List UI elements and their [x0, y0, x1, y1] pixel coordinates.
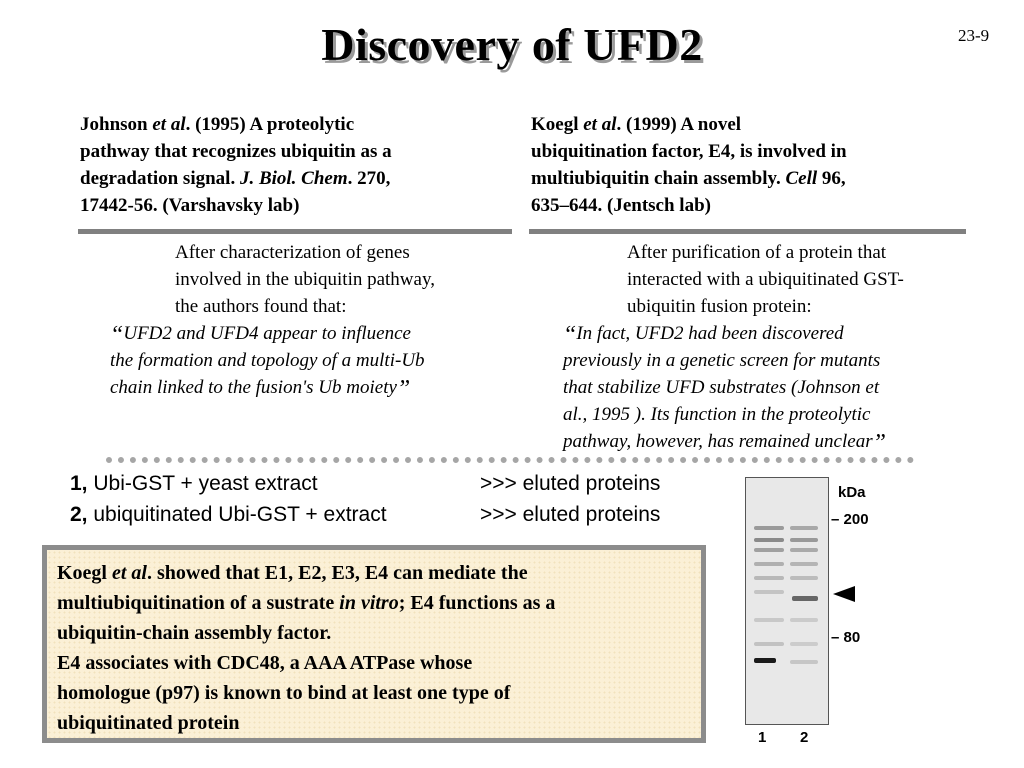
- dotted-separator: [106, 457, 914, 463]
- left-reference: Johnson et al. (1995) A proteolytic path…: [80, 114, 392, 216]
- gel-band: [754, 590, 784, 594]
- gel-band: [754, 618, 784, 622]
- gel-marker-80: – 80: [831, 629, 861, 646]
- left-intro: After characterization of genes involved…: [175, 242, 435, 317]
- right-divider: [529, 229, 966, 234]
- gel-band: [754, 658, 776, 663]
- left-divider: [78, 229, 512, 234]
- right-intro: After purification of a protein that int…: [627, 242, 904, 317]
- left-quote: “UFD2 and UFD4 appear to influence the f…: [110, 322, 425, 402]
- slide-number: 23-9: [958, 26, 990, 45]
- gel-band: [754, 538, 784, 542]
- gel-band: [790, 526, 818, 530]
- gel-marker-200: – 200: [831, 511, 869, 528]
- gel-band: [754, 642, 784, 646]
- lane-description-2: 2, ubiquitinated Ubi-GST + extract: [70, 503, 387, 526]
- gel-unit-label: kDa: [838, 484, 866, 501]
- gel-band: [790, 642, 818, 646]
- gel-image: [745, 477, 829, 725]
- lane-result-1: >>> eluted proteins: [480, 472, 661, 495]
- gel-band: [790, 618, 818, 622]
- gel-band: [754, 548, 784, 552]
- lane-result-2: >>> eluted proteins: [480, 503, 661, 526]
- gel-band: [754, 526, 784, 530]
- gel-band: [790, 548, 818, 552]
- gel-band: [790, 660, 818, 664]
- right-quote: “In fact, UFD2 had been discovered previ…: [563, 322, 886, 456]
- lane-description-1: 1, Ubi-GST + yeast extract: [70, 472, 318, 495]
- right-reference: Koegl et al. (1999) A novel ubiquitinati…: [531, 114, 847, 216]
- gel-lane-label-1: 1: [758, 729, 767, 746]
- gel-band: [790, 576, 818, 580]
- arrow-icon: [833, 586, 855, 602]
- gel-lane-label-2: 2: [800, 729, 809, 746]
- gel-band: [790, 562, 818, 566]
- summary-box: Koegl et al. showed that E1, E2, E3, E4 …: [42, 545, 706, 743]
- gel-band: [754, 576, 784, 580]
- gel-band: [790, 538, 818, 542]
- gel-band-e4: [792, 596, 818, 601]
- slide-title: Discovery of UFD2: [321, 19, 703, 70]
- gel-band: [754, 562, 784, 566]
